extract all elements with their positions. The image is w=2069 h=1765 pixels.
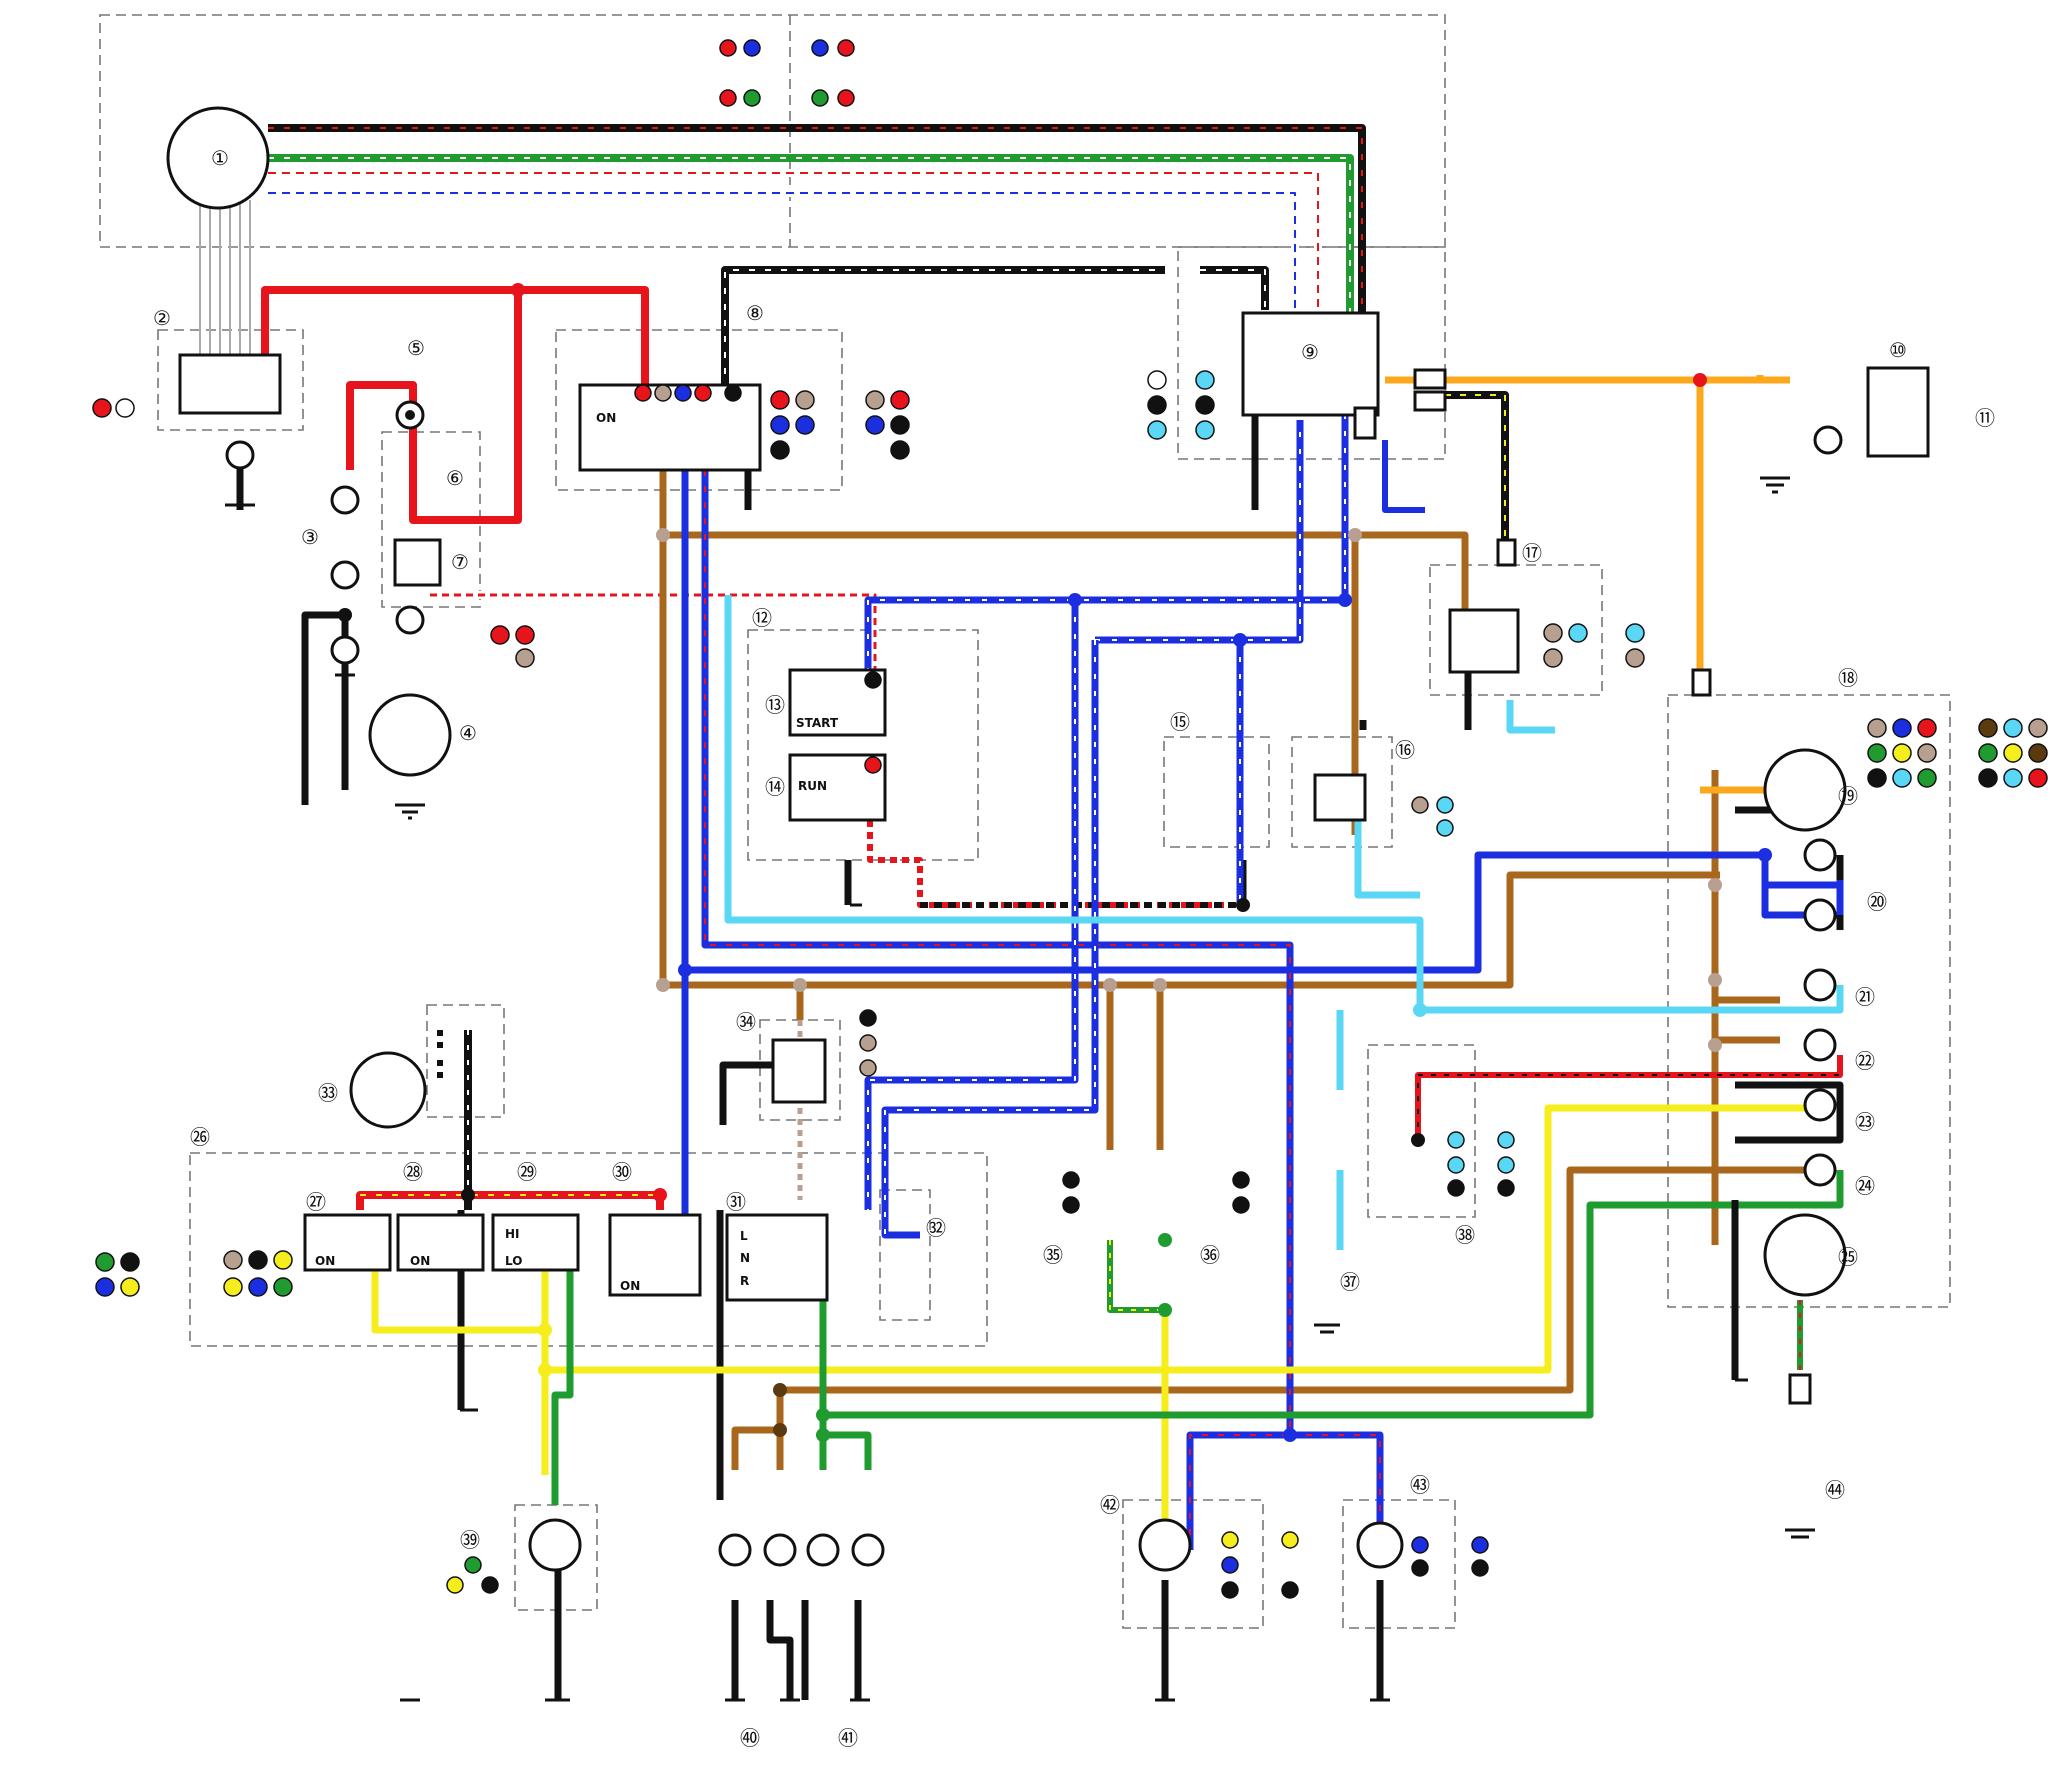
wire-brown-main	[659, 470, 1720, 1150]
component-number-7: ⑦	[451, 550, 469, 574]
component-number-30: ㉚	[612, 1160, 632, 1184]
component-number-20: ⑳	[1867, 890, 1887, 914]
component-number-43: ㊸	[1410, 1473, 1430, 1497]
switch-30-body	[608, 1213, 702, 1297]
starter-relay-body	[393, 538, 442, 587]
ac-magneto-body	[166, 106, 270, 210]
component-number-15: ⑮	[1170, 710, 1190, 734]
component-number-37: ㊲	[1340, 1270, 1360, 1294]
component-number-labels: ① ② ③ ④ ⑤ ⑥ ⑦ ⑧ ⑨ ⑩ ⑪ ⑫ ⑬ ⑭ ⑮ ⑯ ⑰ ⑱ ⑲ ⑳ …	[153, 146, 1995, 1750]
component-number-35: ㉟	[1043, 1243, 1063, 1267]
tachometer-body	[1763, 748, 1847, 832]
component-number-34: ㉞	[736, 1010, 756, 1034]
sidestand-relay-body	[1313, 773, 1367, 822]
wire-white-blue-top	[268, 189, 1299, 313]
horn-body	[349, 1051, 427, 1129]
headlight-body	[528, 1518, 582, 1572]
component-number-23: ㉓	[1855, 1110, 1875, 1134]
component-bodies	[166, 106, 1930, 1572]
component-number-36: ㊱	[1200, 1243, 1220, 1267]
flasher-relay-body	[1866, 366, 1930, 458]
component-number-3: ③	[301, 525, 319, 549]
label-main-on: ON	[596, 411, 616, 425]
label-sw30-on: ON	[620, 1279, 640, 1293]
component-number-17: ⑰	[1522, 541, 1542, 565]
component-number-19: ⑲	[1838, 784, 1858, 808]
component-number-5: ⑤	[407, 336, 425, 360]
component-number-1: ①	[211, 146, 229, 170]
component-number-16: ⑯	[1395, 738, 1415, 762]
fuel-gauge-body	[771, 1038, 827, 1104]
wires	[199, 124, 1844, 1700]
speedometer-body	[1763, 1213, 1847, 1297]
component-number-22: ㉒	[1855, 1049, 1875, 1073]
component-number-4: ④	[459, 721, 477, 745]
wire-green	[551, 1170, 1844, 1505]
component-number-44: ㊹	[1825, 1478, 1845, 1502]
component-number-33: ㉝	[318, 1081, 338, 1105]
wire-blue-main	[681, 470, 1844, 974]
component-number-9: ⑨	[1301, 340, 1319, 364]
label-sw28-on: ON	[410, 1254, 430, 1268]
component-boundaries	[99, 14, 1951, 1629]
component-number-38: ㊳	[1455, 1223, 1475, 1247]
rectifier-regulator-body	[178, 353, 282, 415]
switch-29-body	[491, 1213, 580, 1272]
component-number-8: ⑧	[746, 301, 764, 325]
component-number-13: ⑬	[765, 693, 785, 717]
component-number-42: ㊷	[1100, 1493, 1120, 1517]
connector-pins	[92, 39, 2048, 1599]
label-neutral-l: L	[740, 1229, 748, 1243]
label-hi: HI	[505, 1227, 520, 1241]
component-number-11: ⑪	[1975, 406, 1995, 430]
label-sw27-on: ON	[315, 1254, 335, 1268]
junction-dots	[338, 283, 1772, 1442]
label-neutral-r: R	[740, 1274, 749, 1288]
component-number-25: ㉕	[1838, 1245, 1858, 1269]
switch-labels: ON START RUN ON ON HI LO ON L N R	[315, 411, 839, 1293]
label-neutral-n: N	[740, 1251, 750, 1265]
component-number-21: ㉑	[1855, 985, 1875, 1009]
component-number-28: ㉘	[403, 1160, 423, 1184]
wire-orange	[1385, 375, 1790, 794]
component-number-31: ㉛	[726, 1190, 746, 1214]
component-number-29: ㉙	[517, 1160, 537, 1184]
component-number-41: ㊶	[838, 1726, 858, 1750]
cdi-unit-body	[1241, 311, 1380, 417]
component-number-14: ⑭	[765, 775, 785, 799]
relay-body	[1448, 608, 1520, 674]
label-start: START	[796, 716, 839, 730]
license-light-body	[1356, 1521, 1404, 1569]
component-number-18: ⑱	[1838, 666, 1858, 690]
switch-27-body	[303, 1213, 392, 1272]
switch-28-body	[396, 1213, 485, 1272]
label-run: RUN	[798, 779, 827, 793]
component-number-26: ㉖	[190, 1125, 210, 1149]
component-number-32: ㉜	[926, 1216, 946, 1240]
component-number-40: ㊵	[740, 1726, 760, 1750]
starter-motor-body	[368, 693, 452, 777]
wire-red-main	[261, 286, 649, 524]
wire-skyblue	[724, 595, 1844, 1250]
component-number-10: ⑩	[1889, 338, 1907, 362]
switch-31-body	[725, 1213, 829, 1302]
component-number-39: ㊴	[460, 1528, 480, 1552]
component-number-27: ㉗	[306, 1190, 326, 1214]
component-number-2: ②	[153, 306, 171, 330]
label-lo: LO	[505, 1254, 522, 1268]
taillight-body	[1138, 1518, 1192, 1572]
component-number-24: ㉔	[1855, 1174, 1875, 1198]
ground-symbols	[225, 476, 1815, 1702]
component-number-6: ⑥	[446, 466, 464, 490]
component-number-12: ⑫	[752, 606, 772, 630]
